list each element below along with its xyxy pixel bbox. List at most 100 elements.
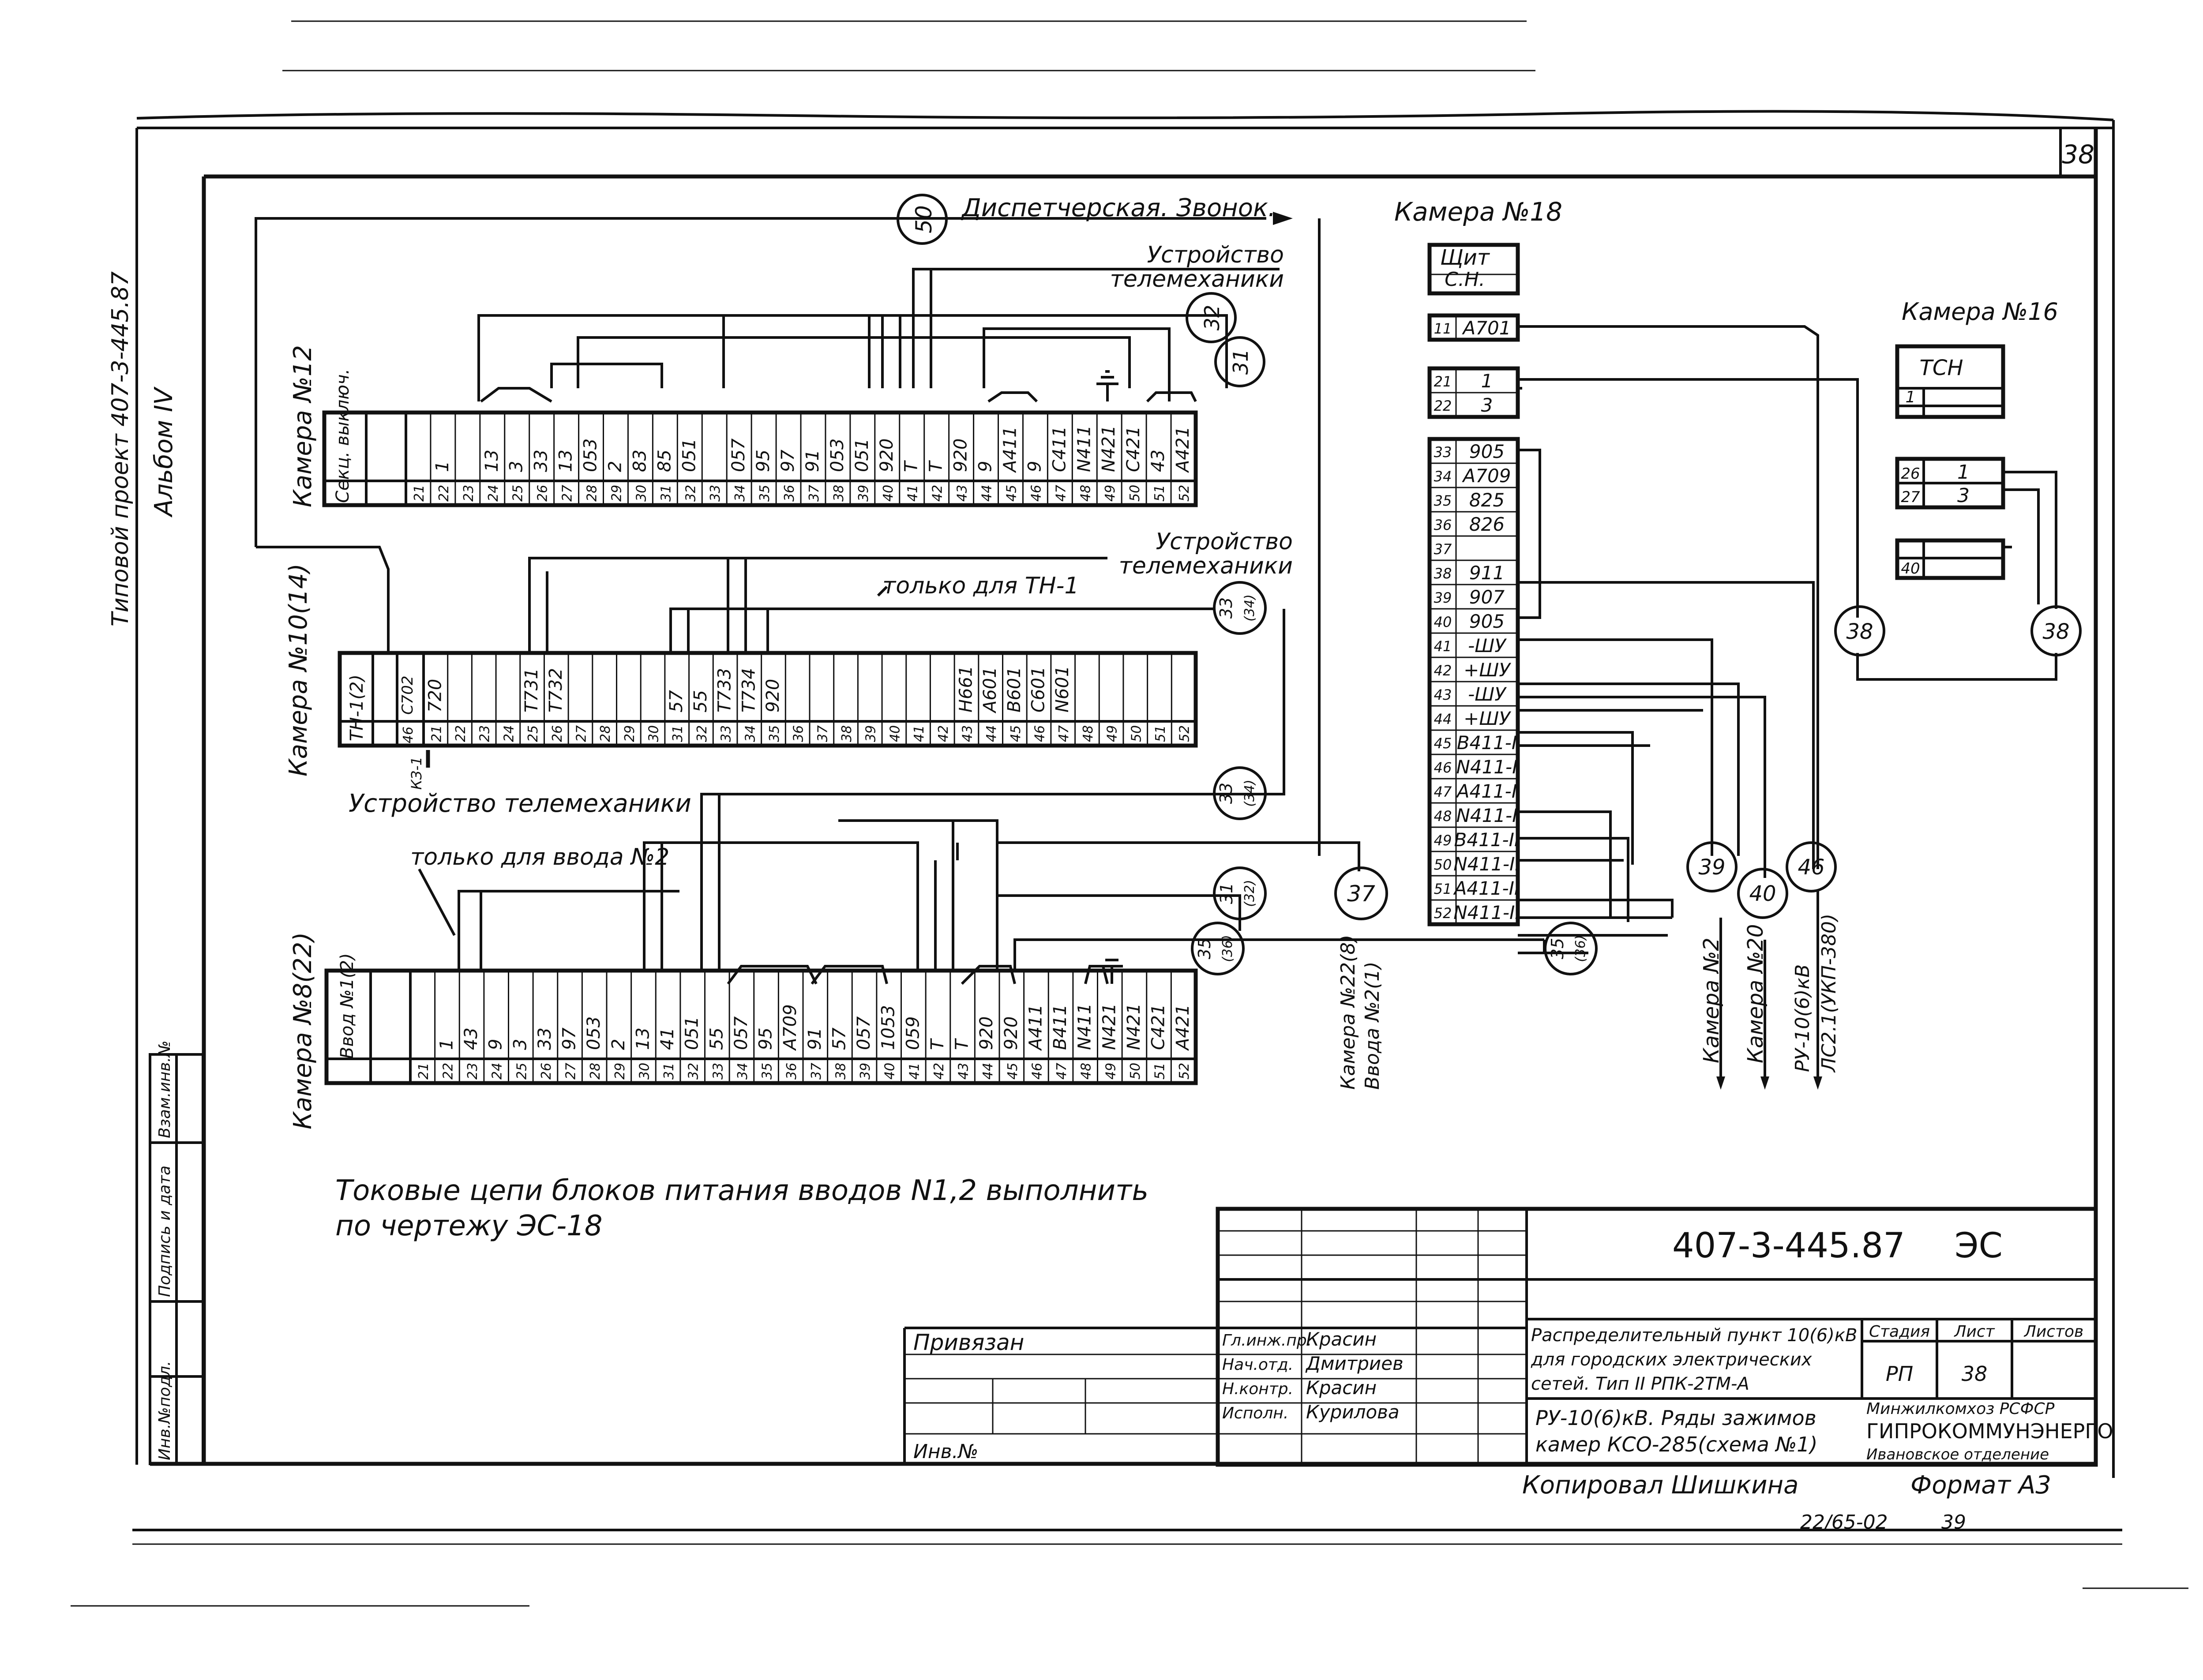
block12-terminal-number: 33 — [708, 485, 723, 502]
block12-terminal-number: 52 — [1177, 485, 1192, 502]
copied-by: Копировал Шишкина — [1522, 1471, 1798, 1500]
sheet-frame — [71, 20, 2188, 1607]
circle-35a-sub: (36) — [1220, 935, 1235, 962]
block10-terminal-number: 24 — [501, 725, 517, 742]
block8-terminal-number: 35 — [760, 1063, 775, 1080]
title-block-texts: 407-3-445.87 ЭС Привязан Инв.№ Гл.инж.пр… — [913, 1226, 2113, 1463]
block12-terminal-label: 3 — [507, 461, 527, 472]
block12-terminal-label: Т — [901, 460, 922, 472]
cam18-title: Камера №18 — [1394, 197, 1562, 227]
block12-terminal-number: 39 — [856, 485, 871, 502]
block8-terminal-label: 33 — [535, 1028, 555, 1050]
block12-terminal-number: 27 — [560, 485, 575, 502]
telemech-1b: телемеханики — [1110, 266, 1284, 292]
circle-50-label: 50 — [911, 205, 937, 233]
block12-terminal-label: 920 — [951, 439, 971, 472]
block10-kz: КЗ-1 — [408, 757, 425, 790]
cam18-row-number: 33 — [1434, 444, 1452, 461]
block8-terminal-label: 2 — [608, 1039, 629, 1050]
block10-terminal-number: 21 — [429, 725, 444, 742]
block8-terminal-label: Т — [927, 1038, 948, 1050]
block10-terminal-number: 43 — [960, 725, 975, 742]
block8-terminal-number: 49 — [1103, 1063, 1118, 1080]
block12-terminal-label: 2 — [605, 461, 625, 472]
block8-terminal-number: 46 — [1029, 1063, 1045, 1080]
circle-31-label: 31 — [1229, 349, 1253, 375]
sheet-title-2: камер КСО-285(схема №1) — [1535, 1432, 1818, 1456]
block8-terminal-number: 44 — [980, 1063, 996, 1080]
circle-40-label: 40 — [1749, 881, 1776, 906]
block8-terminal-label: 57 — [829, 1028, 849, 1050]
block8-terminal-number: 42 — [931, 1063, 947, 1080]
block10-terminal-label: Т733 — [715, 668, 735, 712]
block12-terminal-number: 35 — [757, 485, 773, 502]
block8-header: Ввод №1(2) — [337, 953, 357, 1059]
cam18-row-number: 36 — [1434, 517, 1452, 533]
title-block-grid — [903, 1207, 2098, 1467]
block8-terminal-number: 25 — [514, 1063, 529, 1080]
block12-terminal-number: 26 — [535, 485, 551, 502]
block8-camera: Камера №8(22) — [289, 932, 317, 1129]
block12-terminal-number: 40 — [881, 485, 896, 502]
cam18-row-number: 51 — [1434, 881, 1452, 897]
block12-terminal-label: 13 — [556, 450, 576, 472]
note-line-2: по чертежу ЭС-18 — [335, 1210, 603, 1242]
block12-terminal-label: 053 — [827, 439, 848, 472]
block12-terminal-number: 23 — [461, 485, 477, 502]
cam18-row-value: N411-II — [1453, 902, 1520, 923]
block10-terminal-number: 36 — [791, 725, 807, 742]
block12-terminal-number: 41 — [905, 485, 921, 502]
circle-46-label: 46 — [1798, 855, 1824, 880]
block12-terminal-number: 36 — [782, 485, 797, 502]
role-3: Исполн. — [1222, 1404, 1288, 1422]
block8-terminal-number: 29 — [612, 1063, 628, 1080]
block12-terminal-label: 85 — [654, 450, 675, 472]
block12-terminal-label: 051 — [679, 439, 699, 472]
cam18-row-value: +ШУ — [1464, 659, 1511, 681]
cam18-row-value: -ШУ — [1468, 635, 1507, 656]
block10-terminal-number: 48 — [1081, 725, 1096, 742]
block10-terminal-number: 37 — [815, 725, 830, 742]
block10-terminal-number: 47 — [1056, 725, 1072, 742]
block8-terminal-label: 13 — [633, 1028, 653, 1050]
block10-terminal-label: 920 — [763, 679, 783, 712]
cam16-row1-v: 1 — [1957, 461, 1970, 484]
only-tn1-label: только для ТН-1 — [882, 573, 1079, 599]
block8-terminal-number: 45 — [1005, 1063, 1021, 1080]
cam18-row-value: А411-II — [1453, 878, 1520, 899]
cam18-row-number: 42 — [1434, 662, 1452, 679]
block10-terminal-number: 40 — [887, 725, 903, 742]
block8-terminal-number: 32 — [686, 1063, 702, 1080]
cam18-row-value: А709 — [1462, 465, 1511, 487]
album-label: Альбом IV — [150, 386, 178, 518]
circle-37-label: 37 — [1347, 881, 1375, 907]
cam22-label: Камера №22(8) — [1337, 935, 1359, 1090]
block10-c702: С702 — [399, 675, 417, 715]
block8-terminal-number: 23 — [465, 1063, 480, 1080]
cam18-row-number: 41 — [1434, 638, 1452, 655]
block10-terminal-label: Т731 — [522, 668, 542, 712]
cam18-row-value: N411-I — [1456, 756, 1517, 778]
block12-terminal-number: 48 — [1078, 485, 1093, 502]
block12-terminal-label: 051 — [852, 439, 872, 472]
wiring — [255, 212, 2057, 1090]
block8-terminal-number: 38 — [833, 1063, 848, 1080]
cam16-texts: Камера №16 ТСН 1 26 1 27 3 40 38 38 — [1846, 298, 2069, 644]
cam18-row-value: 3 — [1481, 394, 1493, 416]
block8-terminal-number: 28 — [588, 1063, 603, 1080]
block8-terminal-label: 91 — [805, 1028, 825, 1050]
block12-terminal-number: 44 — [980, 485, 995, 502]
block10-header: ТН-1(2) — [347, 675, 367, 741]
block10-terminal-label: Т732 — [546, 668, 566, 712]
cam16-row2-n: 27 — [1901, 488, 1920, 506]
block12-terminal-label: 9 — [976, 461, 996, 472]
circle-39-label: 39 — [1698, 855, 1725, 880]
inv-no: Инв.№ — [913, 1440, 978, 1463]
cam18-header1: Щит — [1440, 245, 1490, 270]
block8-terminal-label: С421 — [1148, 1004, 1169, 1050]
dest-cam20: Камера №20 — [1743, 924, 1768, 1063]
cam18-row-number: 39 — [1434, 589, 1452, 606]
cam18-row-number: 11 — [1434, 320, 1452, 337]
cam18-row-value: 905 — [1469, 611, 1505, 632]
